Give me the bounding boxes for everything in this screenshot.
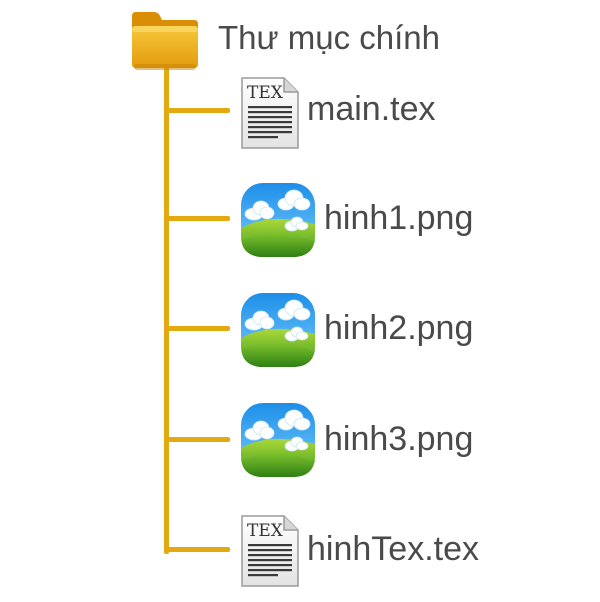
- tex-logo-text: TEX: [247, 83, 284, 103]
- tex-logo-text: TEX: [247, 521, 284, 541]
- tree-trunk-line: [164, 66, 169, 554]
- file-label[interactable]: hinh1.png: [324, 199, 474, 237]
- image-file-icon[interactable]: [240, 292, 316, 373]
- file-label[interactable]: hinh3.png: [324, 420, 474, 458]
- file-label[interactable]: hinhTex.tex: [307, 530, 479, 568]
- tex-file-icon[interactable]: TEX: [240, 514, 300, 593]
- tree-branch-line: [164, 547, 230, 552]
- tex-file-icon[interactable]: TEX: [240, 76, 300, 155]
- tree-branch-line: [164, 216, 230, 221]
- tree-branch-line: [164, 437, 230, 442]
- root-folder-label[interactable]: Thư mục chính: [218, 19, 441, 56]
- file-label[interactable]: main.tex: [307, 90, 436, 128]
- image-file-icon[interactable]: [240, 402, 316, 483]
- tree-branch-line: [164, 108, 230, 113]
- file-label[interactable]: hinh2.png: [324, 309, 474, 347]
- image-file-icon[interactable]: [240, 182, 316, 263]
- tree-branch-line: [164, 326, 230, 331]
- folder-icon[interactable]: [128, 10, 202, 77]
